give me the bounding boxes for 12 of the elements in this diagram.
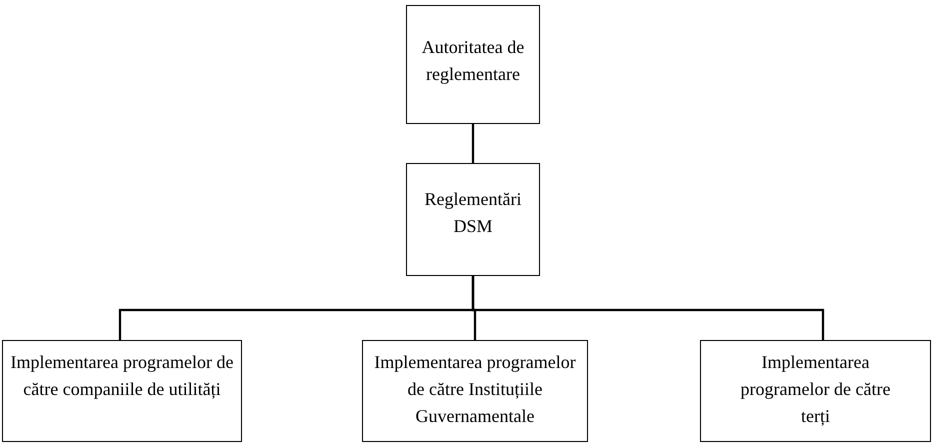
box-label: Implementarea programelor de către companiile de utilități <box>10 351 234 401</box>
box-label: Reglementări DSM <box>424 188 522 238</box>
box-label: Implementarea programelor de către Instituțiile Guvernamentale <box>373 351 577 428</box>
org-box <box>2 340 242 442</box>
org-box <box>700 340 931 442</box>
box-label: Implementarea programelor de către terți <box>740 351 892 428</box>
connector-line <box>472 276 824 340</box>
connector-line <box>472 124 474 163</box>
box-label: Autoritatea de reglementare <box>420 36 526 86</box>
org-box <box>406 5 540 124</box>
org-box <box>406 163 540 276</box>
org-box <box>362 340 588 442</box>
